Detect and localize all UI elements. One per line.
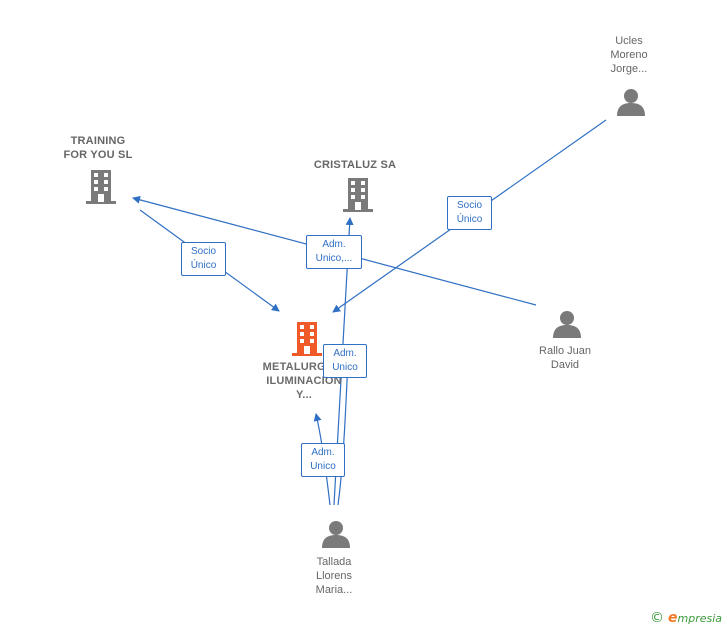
edge-label-adm-unico[interactable]: Adm. Unico xyxy=(301,443,345,477)
node-label-ucles[interactable]: Ucles Moreno Jorge... xyxy=(610,35,648,75)
focus-building-icon[interactable] xyxy=(292,322,322,356)
building-icon[interactable] xyxy=(343,178,373,212)
person-icon[interactable] xyxy=(553,310,581,338)
building-icon[interactable] xyxy=(86,170,116,204)
edge-label-adm-unico[interactable]: Adm. Unico xyxy=(323,344,367,378)
node-label-training[interactable]: TRAINING FOR YOU SL xyxy=(63,135,133,161)
node-label-rallo[interactable]: Rallo Juan David xyxy=(539,345,591,371)
person-icon[interactable] xyxy=(617,88,645,116)
edge-label-socio-unico[interactable]: Socio Único xyxy=(447,196,492,230)
person-icon[interactable] xyxy=(322,520,350,548)
brand-name: mpresia xyxy=(677,612,723,625)
edge-label-socio-unico[interactable]: Socio Único xyxy=(181,242,226,276)
node-label-cristaluz[interactable]: CRISTALUZ SA xyxy=(313,159,397,171)
brand-e: e xyxy=(668,610,678,626)
node-label-tallada[interactable]: Tallada Llorens Maria... xyxy=(315,556,353,596)
copyright-symbol: © xyxy=(650,610,664,626)
empresia-logo: ©empresia xyxy=(650,610,722,626)
edge-label-adm-unico-truncated[interactable]: Adm. Unico,... xyxy=(306,235,362,269)
